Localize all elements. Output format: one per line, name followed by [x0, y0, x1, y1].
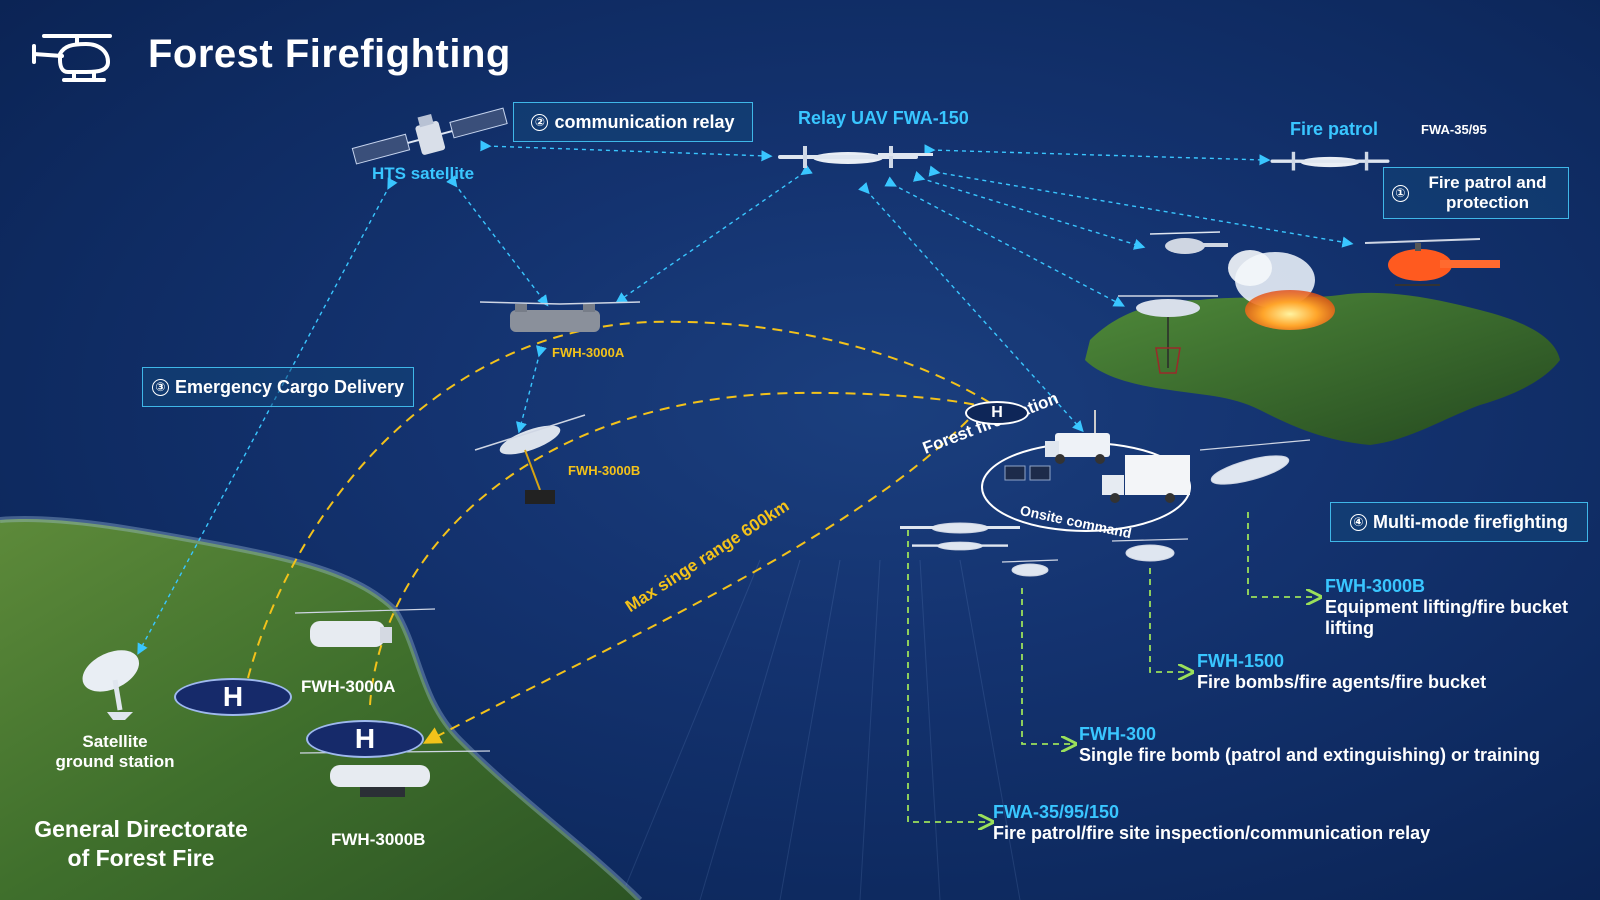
tandem-uav-lifting-icon	[1118, 295, 1218, 374]
multi-mode-drones	[900, 439, 1311, 577]
legend-desc: Fire patrol/fire site inspection/communi…	[993, 823, 1431, 843]
fwh-3000b-air-icon	[474, 414, 586, 504]
satellite-dish-icon	[82, 650, 140, 720]
legend-desc: Single fire bomb (patrol and extinguishi…	[1079, 745, 1541, 765]
emergency-cargo-box: ③ Emergency Cargo Delivery	[142, 367, 414, 407]
fwh-3000b-air-label: FWH-3000B	[568, 463, 641, 478]
forest-island	[1085, 292, 1560, 445]
box-label: Emergency Cargo Delivery	[174, 376, 405, 397]
command-vehicle-icon	[1045, 410, 1110, 464]
fixed-wing-uav-icon	[900, 522, 1020, 534]
box-label: communication relay	[554, 111, 735, 132]
fire-patrol-uav-icon	[1270, 151, 1390, 171]
fwh-3000a-air-icon	[479, 301, 641, 332]
relay-uav-icon	[778, 146, 933, 168]
fixed-wing-uav-icon	[912, 541, 1008, 551]
fwh-3000a-ground-icon	[294, 608, 436, 647]
directorate-label-1: General Directorate	[34, 816, 248, 842]
legend-desc: Fire bombs/fire agents/fire bucket	[1197, 672, 1487, 692]
background-streaks	[619, 559, 1021, 900]
relay-uav-label: Relay UAV FWA-150	[798, 108, 969, 128]
fwh-1500-uav-icon	[1111, 538, 1189, 562]
fwh-3000b-ground-label: FWH-3000B	[331, 830, 426, 849]
ground-station-label-2: ground station	[55, 752, 175, 771]
helicopter-icon	[32, 34, 112, 82]
legend-connectors	[907, 512, 1315, 822]
directorate-label-2: of Forest Fire	[67, 845, 215, 871]
page-title: Forest Firefighting	[148, 32, 511, 76]
legend-model: FWA-35/95/150	[993, 802, 1120, 822]
fwh-300-uav-icon	[1001, 559, 1059, 577]
communication-relay-box: ② communication relay	[513, 102, 753, 142]
comm-links	[137, 140, 1354, 655]
fwh-3000a-ground-label: FWH-3000A	[301, 677, 396, 696]
multi-mode-box: ④ Multi-mode firefighting	[1330, 502, 1588, 542]
legend-model: FWH-300	[1079, 724, 1157, 744]
legend-desc: Equipment lifting/fire bucket	[1325, 597, 1569, 617]
fire-station-helipad: H	[965, 401, 1029, 425]
small-helicopter-icon	[1149, 231, 1228, 254]
fwh-3000b-tandem-uav-icon	[1199, 439, 1311, 485]
fire-patrol-model-label: FWA-35/95	[1421, 122, 1487, 137]
monitor-screens-icon	[1004, 465, 1051, 481]
fwh-3000a-air-label: FWH-3000A	[552, 345, 625, 360]
step-number: ④	[1350, 513, 1368, 531]
support-truck-icon	[1102, 455, 1190, 503]
fire-patrol-box: ① Fire patrol and protection	[1383, 167, 1569, 219]
helipad-1: H	[174, 678, 292, 716]
box-label: Multi-mode firefighting	[1373, 511, 1568, 532]
legend-model: FWH-3000B	[1325, 576, 1426, 596]
box-label: Fire patrol and protection	[1428, 173, 1547, 212]
ground-station-label-1: Satellite	[82, 732, 148, 751]
legend-model: FWH-1500	[1197, 651, 1285, 671]
fire-icon	[1228, 250, 1335, 330]
orange-helicopter-icon	[1364, 238, 1500, 286]
legend-desc: lifting	[1325, 618, 1374, 638]
satellite-icon	[351, 107, 508, 165]
step-number: ③	[151, 378, 169, 396]
step-number: ①	[1392, 184, 1409, 202]
fire-patrol-label: Fire patrol	[1290, 119, 1379, 139]
helipad-2: H	[306, 720, 424, 758]
hts-satellite-label: HTS satellite	[372, 164, 475, 183]
flight-routes	[247, 320, 993, 744]
step-number: ②	[531, 113, 549, 131]
